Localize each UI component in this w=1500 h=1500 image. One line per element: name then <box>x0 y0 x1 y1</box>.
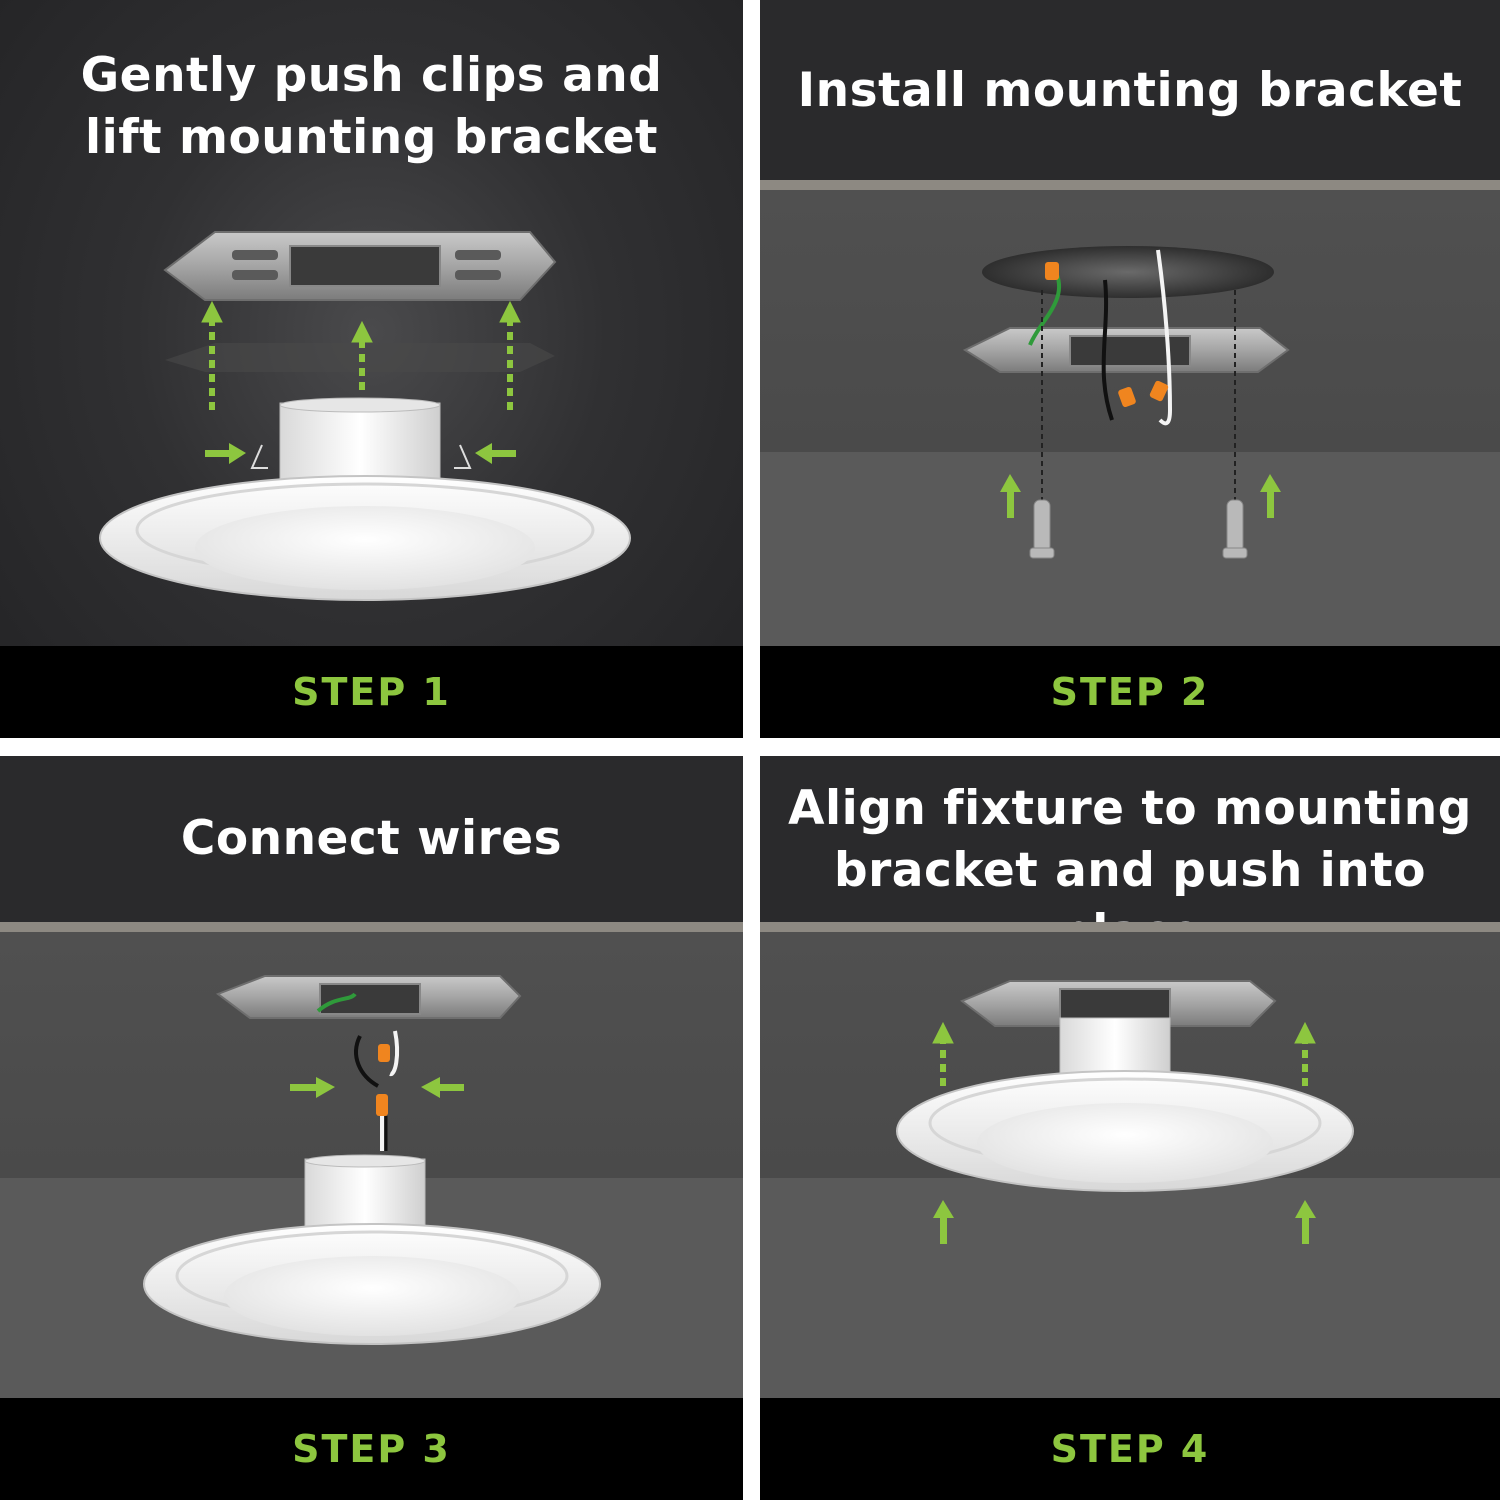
ceiling-edge <box>760 180 1500 190</box>
step-3-label-bar: STEP 3 <box>0 1398 743 1500</box>
step-3-title: Connect wires <box>180 811 563 866</box>
step-1-illustration <box>99 231 631 601</box>
ceiling-edge <box>760 922 1500 932</box>
up-arrow-icon <box>1000 474 1281 518</box>
step-1-label-bar: STEP 1 <box>0 646 743 738</box>
wire-connector-icon <box>1045 262 1059 280</box>
step-3-panel: Connect wires STEP 3 <box>0 756 743 1500</box>
push-arrow-icon <box>205 443 516 464</box>
up-arrow-icon <box>201 300 521 410</box>
mounting-bracket-icon <box>960 980 1277 1027</box>
mounting-bracket-icon <box>962 327 1290 373</box>
wire-connector-icon <box>378 1044 390 1062</box>
step-2-title: Install mounting bracket <box>797 63 1463 118</box>
step-4-label: STEP 4 <box>1050 1427 1210 1471</box>
light-fixture-icon <box>896 1017 1354 1192</box>
step-2-label-bar: STEP 2 <box>760 646 1500 738</box>
push-arrow-icon <box>290 1077 464 1098</box>
step-4-label-bar: STEP 4 <box>760 1398 1500 1500</box>
step-4-title: Align fixture to mounting bracket and pu… <box>788 781 1472 960</box>
mounting-bracket-icon <box>215 975 522 1019</box>
step-1-panel: Gently push clips and lift mounting brac… <box>0 0 743 738</box>
up-arrow-icon <box>932 1021 1316 1244</box>
step-3-illustration <box>143 975 601 1345</box>
light-fixture-icon <box>143 1154 601 1345</box>
junction-box-icon <box>982 246 1274 298</box>
step-2-panel: Install mounting bracket STEP 2 <box>760 0 1500 738</box>
step-1-label: STEP 1 <box>292 670 451 714</box>
screw-icon <box>1029 499 1248 559</box>
step-2-label: STEP 2 <box>1050 670 1210 714</box>
step-3-label: STEP 3 <box>292 1427 451 1471</box>
ceiling-edge <box>0 922 743 932</box>
mounting-bracket-icon <box>163 231 557 301</box>
light-fixture-icon <box>99 397 631 601</box>
step-4-panel: Align fixture to mounting bracket and pu… <box>760 756 1500 1500</box>
step-4-illustration <box>896 980 1354 1244</box>
step-1-title: Gently push clips and lift mounting brac… <box>80 48 663 165</box>
step-2-illustration <box>962 246 1290 559</box>
